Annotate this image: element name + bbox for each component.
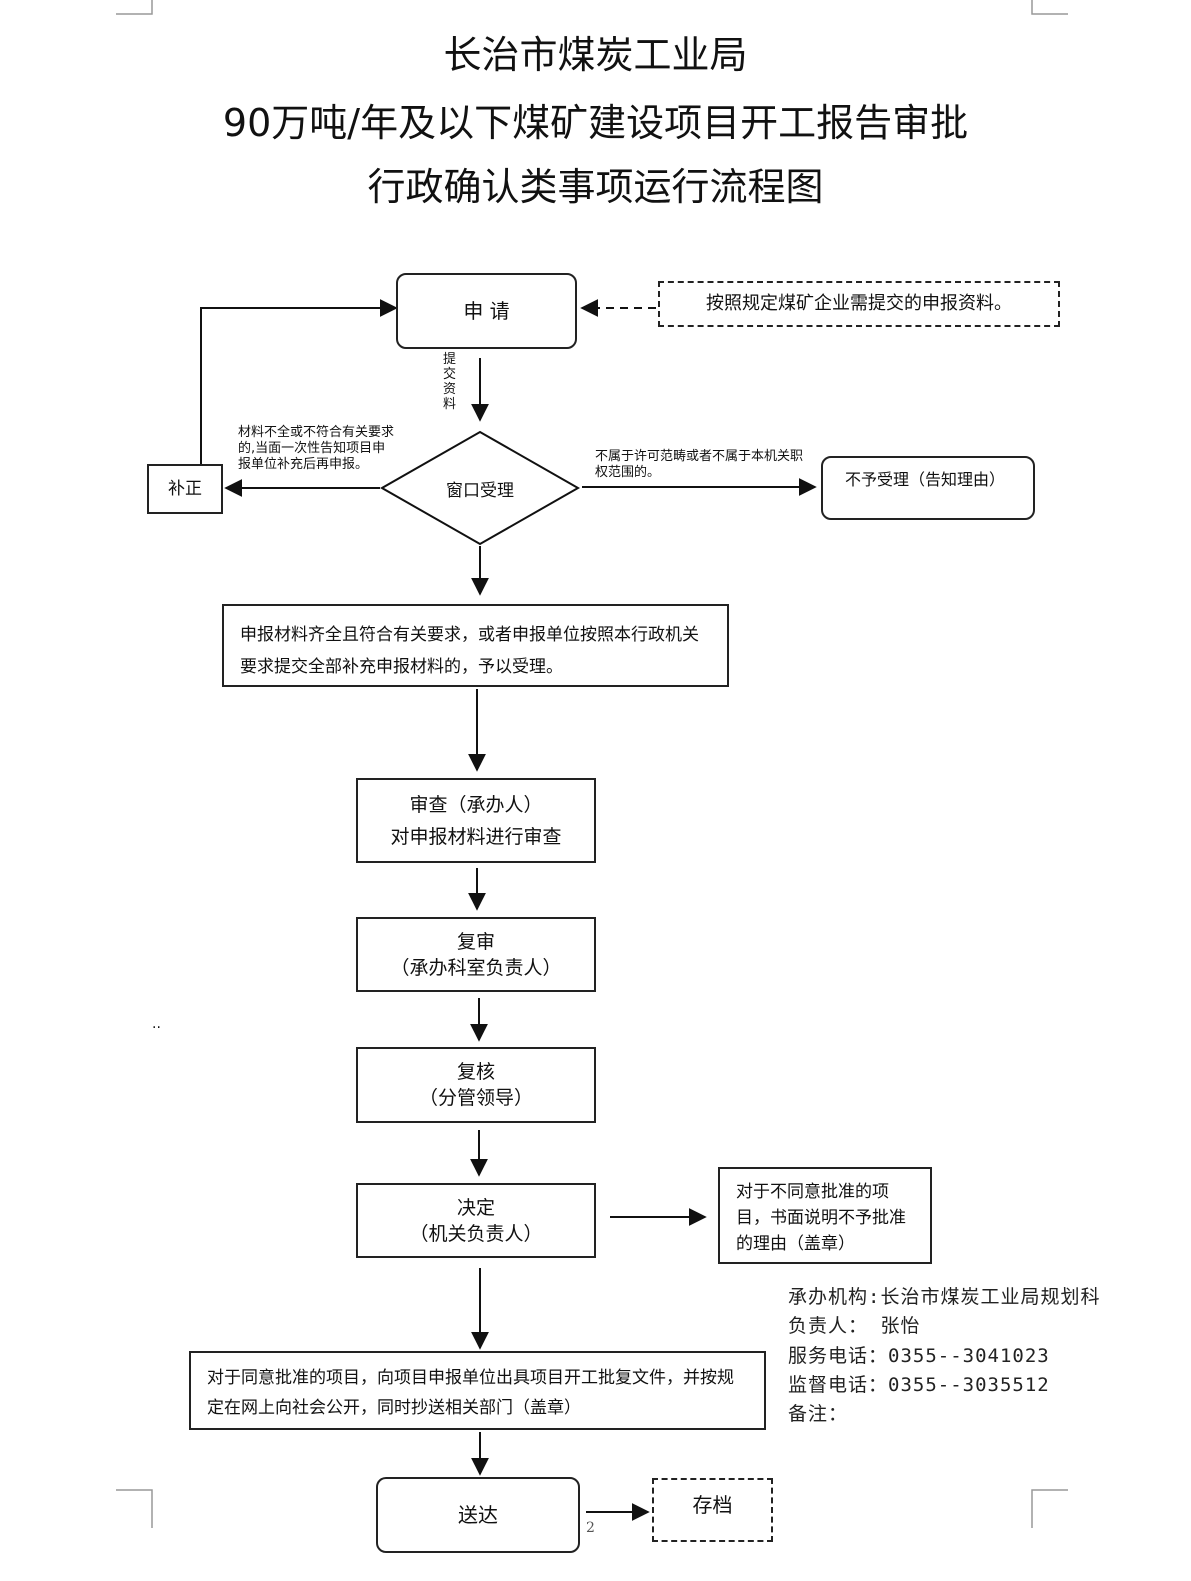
contact-org: 承办机构:长治市煤炭工业局规划科 — [788, 1286, 1101, 1308]
page-corner-marks — [116, 0, 1068, 1528]
accept-text: 申报材料齐全且符合有关要求，或者申报单位按照本行政机关要求提交全部补充申报材料的… — [240, 625, 699, 677]
decide-line-2: （机关负责人） — [409, 1222, 543, 1245]
recheck-line-1: 复审 — [456, 930, 495, 953]
reject-note: 不属于许可范畴或者不属于本机关职权范围的。 — [595, 449, 804, 480]
materials-note-text: 按照规定煤矿企业需提交的申报资料。 — [706, 293, 1012, 314]
deliver-node: 送达 — [376, 1477, 580, 1553]
agree-text: 对于同意批准的项目，向项目申报单位出具项目开工批复文件，并按规定在网上向社会公开… — [207, 1368, 734, 1418]
archive-label: 存档 — [692, 1493, 733, 1517]
correction-label: 补正 — [168, 479, 202, 499]
correction-note: 材料不全或不符合有关要求的,当面一次性告知项目申报单位补充后再申报。 — [238, 425, 395, 472]
contact-person: 负责人： 张怡 — [788, 1315, 921, 1337]
stray-mark: .. — [152, 1016, 161, 1032]
title-line-3: 行政确认类事项运行流程图 — [367, 165, 824, 209]
decide-node: 决定 （机关负责人） — [356, 1183, 596, 1258]
verify-node: 复核 （分管领导） — [356, 1047, 596, 1123]
window-label: 窗口受理 — [446, 480, 514, 501]
verify-line-1: 复核 — [456, 1061, 495, 1083]
arrow-correction-to-apply — [200, 299, 398, 464]
verify-line-2: （分管领导） — [418, 1087, 533, 1109]
window-diamond — [379, 430, 581, 546]
decide-line-1: 决定 — [456, 1196, 495, 1219]
recheck-line-2: （承办科室负责人） — [390, 956, 562, 979]
archive-node: 存档 — [652, 1478, 773, 1542]
title-line-2: 90万吨/年及以下煤矿建设项目开工报告审批 — [222, 101, 969, 145]
reject-node: 不予受理（告知理由） — [821, 456, 1035, 520]
contact-service-phone: 服务电话：0355--3041023 — [788, 1345, 1050, 1367]
review-line-1: 审查（承办人） — [409, 793, 543, 816]
review-line-2: 对申报材料进行审查 — [390, 825, 562, 848]
materials-note-box: 按照规定煤矿企业需提交的申报资料。 — [658, 281, 1060, 327]
contact-supervise-phone: 监督电话：0355--3035512 — [788, 1374, 1050, 1396]
agree-node: 对于同意批准的项目，向项目申报单位出具项目开工批复文件，并按规定在网上向社会公开… — [189, 1351, 766, 1430]
disagree-text: 对于不同意批准的项目，书面说明不予批准的理由（盖章） — [736, 1182, 906, 1254]
page-number: 2 — [586, 1520, 595, 1536]
deliver-label: 送达 — [458, 1503, 498, 1527]
correction-node: 补正 — [147, 464, 223, 514]
recheck-node: 复审 （承办科室负责人） — [356, 917, 596, 992]
contact-remark: 备注： — [788, 1403, 849, 1425]
apply-label: 申 请 — [463, 299, 510, 323]
submit-materials-label: 提交资料 — [443, 352, 457, 412]
review-node: 审查（承办人） 对申报材料进行审查 — [356, 778, 596, 863]
disagree-node: 对于不同意批准的项目，书面说明不予批准的理由（盖章） — [718, 1167, 932, 1264]
apply-node: 申 请 — [396, 273, 577, 349]
reject-label: 不予受理（告知理由） — [845, 470, 1006, 489]
accept-node: 申报材料齐全且符合有关要求，或者申报单位按照本行政机关要求提交全部补充申报材料的… — [222, 604, 729, 687]
title-line-1: 长治市煤炭工业局 — [443, 33, 748, 77]
